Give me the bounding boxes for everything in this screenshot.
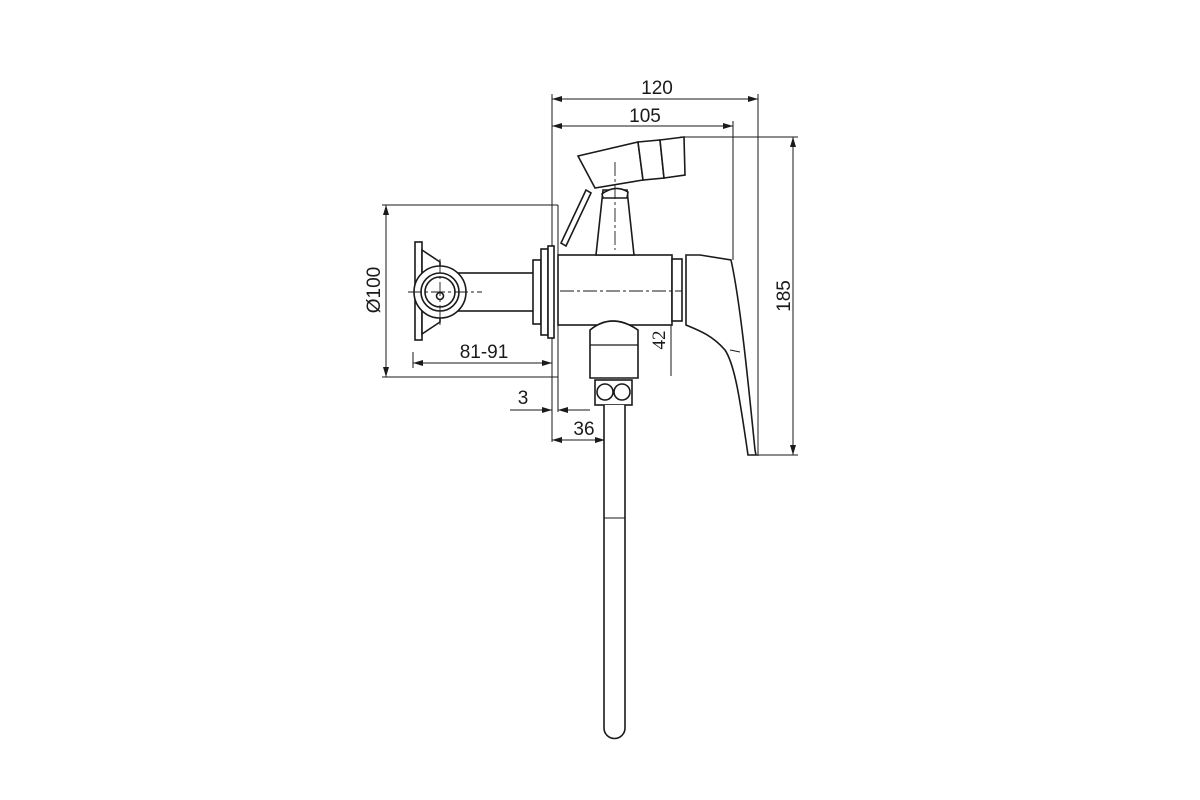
mixer-body [557,254,683,326]
dim-185-label: 185 [774,280,795,312]
dim-42-label: 42 [649,331,670,350]
dim-36-label: 36 [573,419,594,440]
dim-3-label: 3 [518,388,529,409]
dim-100-label: Ø100 [364,267,385,313]
outlet-connector [589,320,639,740]
lever-handle [685,254,757,456]
diverter [559,136,686,256]
dim-81-91-label: 81-91 [460,342,509,363]
dim-120-label: 120 [641,78,673,99]
dimension-lines [383,96,796,455]
dim-105-label: 105 [629,106,661,127]
wall-valve [408,241,555,341]
hose-pipe [603,405,626,740]
